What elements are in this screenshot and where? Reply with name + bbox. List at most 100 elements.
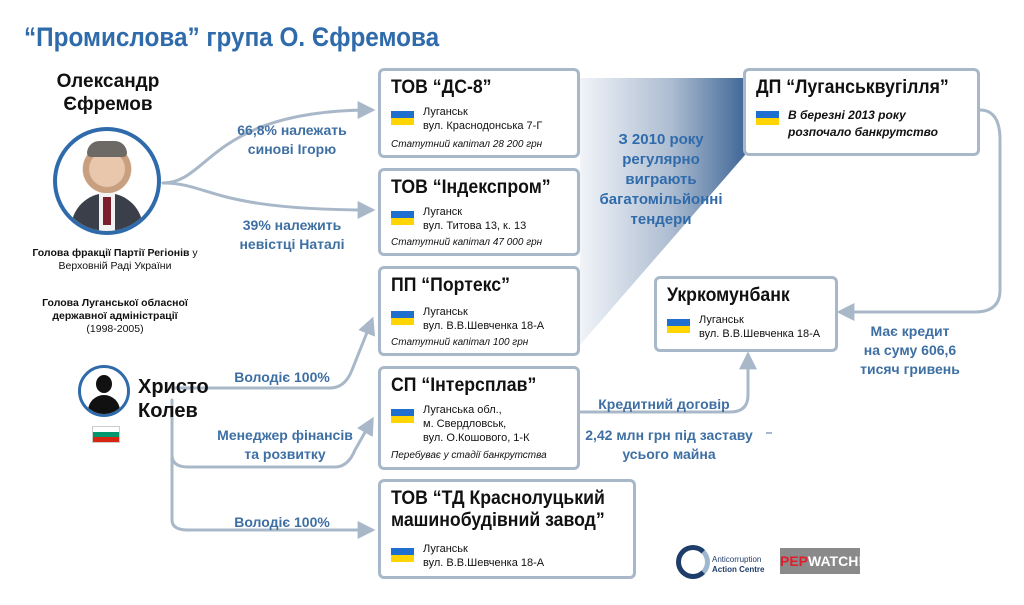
company-coal-status: В березні 2013 року розпочало банкрутств… (788, 107, 938, 141)
logo-acc-line2: Action Centre (712, 565, 765, 574)
company-portex-name: ПП “Портекс” (391, 275, 510, 296)
tender-text-line1: З 2010 року (618, 131, 704, 148)
anticorruption-action-centre-logo: Anticorruption Action Centre (676, 543, 774, 581)
label-manager-line2: та розвитку (244, 446, 326, 462)
company-indexprom: ТОВ “Індекспром” Луганск вул. Титова 13,… (378, 168, 580, 256)
label-daughter-share-line2: невістці Наталі (239, 236, 345, 252)
label-loan-line2: на суму 606,6 (863, 342, 957, 358)
person-position-2-bold: Голова Луганської обласної державної адм… (42, 297, 188, 322)
company-portex-city: Луганськ (423, 306, 468, 318)
company-coal: ДП “Луганськвугілля” В березні 2013 року… (743, 68, 980, 156)
label-manager-line1: Менеджер фінансів (217, 427, 353, 443)
ukraine-flag-icon (391, 409, 414, 423)
ukraine-flag-icon (667, 319, 690, 333)
tender-text: З 2010 року регулярно виграють багатоміл… (586, 130, 736, 230)
connector-coal-bank (836, 108, 1002, 321)
label-son-share-line1: 66,8% належать (237, 122, 347, 138)
company-interspav-line2: м. Свердловськ, (423, 418, 507, 430)
company-coal-status-line1: В березні 2013 року (788, 108, 906, 122)
tender-gradient-wedge (580, 78, 745, 345)
person-photo (53, 127, 161, 235)
company-interspav-address: Луганська обл., м. Свердловськ, вул. О.К… (423, 403, 530, 445)
pepwatch-logo: PEPWATCH! (780, 548, 863, 574)
company-indexprom-address: Луганск вул. Титова 13, к. 13 (423, 205, 526, 233)
label-collateral-line2: усього майна (622, 446, 716, 462)
label-owns-td: Володіє 100% (234, 514, 330, 530)
ukraine-flag-icon (391, 548, 414, 562)
company-td-street: вул. В.В.Шевченка 18-А (423, 557, 545, 569)
associate-name-line2: Колев (138, 400, 198, 422)
person-position-1: Голова фракції Партії Регіонів у Верховн… (30, 247, 200, 273)
label-loan-line3: тисяч гривень (860, 361, 960, 377)
company-ds8-address: Луганськ вул. Краснодонська 7-Г (423, 105, 542, 133)
tender-text-line5: тендери (630, 211, 692, 228)
company-portex-capital: Статутний капітал 100 грн (391, 337, 529, 348)
associate-name-line1: Христо (138, 376, 209, 398)
tender-text-line3: виграють (625, 171, 697, 188)
ukraine-flag-icon (391, 111, 414, 125)
label-owns-portex: Володіє 100% (234, 369, 330, 385)
ukraine-flag-icon (391, 311, 414, 325)
company-td-name: ТОВ “ТД Краснолуцький машинобудівний зав… (391, 488, 605, 532)
company-td-name-line2: машинобудівний завод” (391, 510, 605, 531)
bank-city: Луганськ (699, 314, 744, 326)
associate-name: Христо Колев (138, 375, 209, 423)
tender-text-line2: регулярно (622, 151, 700, 168)
connector-kolev-td (170, 428, 376, 539)
ukraine-flag-icon (756, 111, 779, 125)
company-ds8-street: вул. Краснодонська 7-Г (423, 120, 543, 132)
bulgaria-flag-icon (92, 426, 120, 443)
label-son-share: 66,8% належать синові Ігорю (222, 121, 362, 159)
connector-yefremov-ds8 (161, 101, 376, 185)
company-td-address: Луганськ вул. В.В.Шевченка 18-А (423, 542, 544, 570)
label-credit-agreement: Кредитний договір (598, 396, 730, 412)
ukraine-flag-icon (391, 211, 414, 225)
label-collateral-line1: 2,42 млн грн під заставу (585, 427, 753, 443)
page-title: “Промислова” група О. Єфремова (24, 22, 440, 52)
avatar-icon (78, 365, 130, 417)
company-ds8-name: ТОВ “ДС-8” (391, 77, 492, 98)
company-ds8-city: Луганськ (423, 106, 468, 118)
label-manager: Менеджер фінансів та розвитку (210, 426, 360, 464)
person-position-2-years: (1998-2005) (86, 323, 144, 335)
bank-name: Укркомунбанк (667, 285, 790, 306)
logo-acc-line1: Anticorruption (712, 555, 762, 564)
company-portex-street: вул. В.В.Шевченка 18-А (423, 320, 545, 332)
company-ds8-capital: Статутний капітал 28 200 грн (391, 139, 543, 150)
logo-watch: WATCH! (808, 553, 863, 569)
company-coal-name: ДП “Луганськвугілля” (756, 77, 949, 98)
bank: Укркомунбанк Луганськ вул. В.В.Шевченка … (654, 276, 838, 352)
company-portex-address: Луганськ вул. В.В.Шевченка 18-А (423, 305, 544, 333)
label-daughter-share: 39% належить невістці Наталі (222, 216, 362, 254)
company-interspav: СП “Інтерсплав” Луганська обл., м. Сверд… (378, 366, 580, 470)
label-loan-line1: Має кредит (870, 323, 950, 339)
company-indexprom-name: ТОВ “Індекспром” (391, 177, 551, 198)
person-position-1-rest: у Верховній Раді України (58, 247, 198, 272)
company-interspav-line1: Луганська обл., (423, 404, 502, 416)
company-td: ТОВ “ТД Краснолуцький машинобудівний зав… (378, 479, 636, 579)
company-indexprom-city: Луганск (423, 206, 463, 218)
connector-interspav-bank (578, 351, 757, 414)
logo-pep: PEP (780, 553, 809, 569)
person-position-1-bold: Голова фракції Партії Регіонів (32, 247, 190, 259)
person-name: Олександр Єфремов (56, 71, 160, 115)
label-son-share-line2: синові Ігорю (247, 141, 337, 157)
company-coal-status-line2: розпочало банкрутство (788, 125, 938, 139)
company-portex: ПП “Портекс” Луганськ вул. В.В.Шевченка … (378, 266, 580, 356)
connector-yefremov-indexprom (161, 181, 376, 219)
label-daughter-share-line1: 39% належить (242, 217, 342, 233)
company-td-city: Луганськ (423, 543, 468, 555)
person-position-2: Голова Луганської обласної державної адм… (30, 297, 200, 336)
label-loan: Має кредит на суму 606,6 тисяч гривень (850, 322, 970, 379)
bank-address: Луганськ вул. В.В.Шевченка 18-А (699, 313, 820, 341)
tender-text-line4: багатомільйонні (599, 191, 723, 208)
company-interspav-line3: вул. О.Кошового, 1-К (423, 432, 530, 444)
connector-kolev-portex (170, 316, 376, 390)
company-interspav-status: Перебуває у стадії банкрутства (391, 450, 547, 461)
label-collateral: 2,42 млн грн під заставу усього майна (574, 426, 764, 464)
company-indexprom-capital: Статутний капітал 47 000 грн (391, 237, 543, 248)
company-td-name-line1: ТОВ “ТД Краснолуцький (391, 488, 605, 509)
bank-street: вул. В.В.Шевченка 18-А (699, 328, 821, 340)
company-indexprom-street: вул. Титова 13, к. 13 (423, 220, 527, 232)
